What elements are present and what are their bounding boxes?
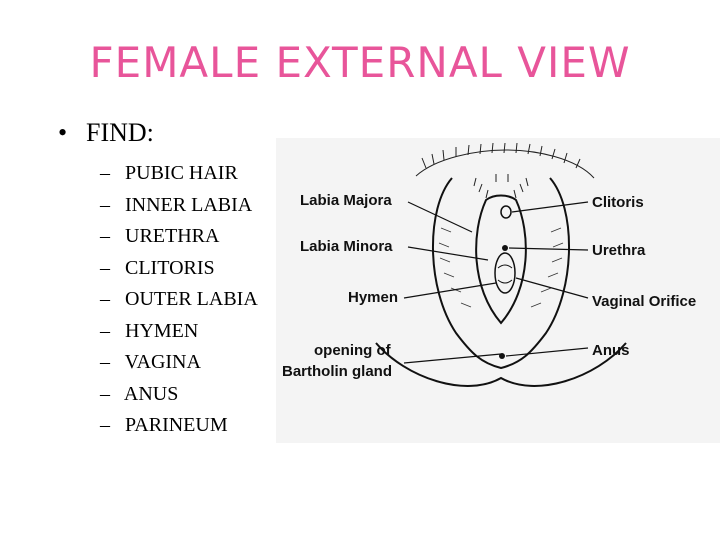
find-list: – PUBIC HAIR – INNER LABIA – URETHRA – C… xyxy=(100,158,258,442)
label-urethra: Urethra xyxy=(592,242,646,259)
label-anus: Anus xyxy=(592,342,630,359)
leader-lines xyxy=(403,201,589,364)
anatomy-drawing: Labia Majora Labia Minora Hymen opening … xyxy=(282,142,696,387)
anatomy-figure: Labia Majora Labia Minora Hymen opening … xyxy=(276,138,720,443)
list-item: – PUBIC HAIR xyxy=(100,162,238,184)
vaginal-orifice-drawing xyxy=(494,252,516,294)
label-vaginal-orifice: Vaginal Orifice xyxy=(592,293,696,310)
label-bartholin-2: Bartholin gland xyxy=(282,363,392,380)
slide-title: FEMALE EXTERNAL VIEW xyxy=(89,38,631,87)
list-item: – HYMEN xyxy=(100,319,199,342)
label-labia-majora: Labia Majora xyxy=(300,192,392,209)
find-label: FIND: xyxy=(86,118,154,147)
label-clitoris: Clitoris xyxy=(592,194,644,211)
list-item: – INNER LABIA xyxy=(100,193,253,216)
list-item: – PARINEUM xyxy=(100,414,228,436)
bullet-dot: • xyxy=(58,118,68,147)
buttocks-drawing xyxy=(375,342,627,387)
shading-drawing xyxy=(438,227,564,308)
label-hymen: Hymen xyxy=(348,289,398,306)
label-bartholin-1: opening of xyxy=(314,342,392,359)
label-labia-minora: Labia Minora xyxy=(300,238,393,255)
find-bullet: • FIND: xyxy=(58,118,154,148)
list-item: – CLITORIS xyxy=(100,256,215,279)
outer-labia-drawing xyxy=(432,177,570,370)
inner-labia-drawing xyxy=(475,194,527,325)
clitoris-drawing xyxy=(500,205,512,219)
urethra-drawing xyxy=(502,245,508,251)
list-item: – OUTER LABIA xyxy=(100,288,258,310)
list-item: – VAGINA xyxy=(100,351,201,373)
list-item: – URETHRA xyxy=(100,225,220,247)
list-item: – ANUS xyxy=(100,382,179,405)
pubic-hair-drawing xyxy=(415,142,595,199)
